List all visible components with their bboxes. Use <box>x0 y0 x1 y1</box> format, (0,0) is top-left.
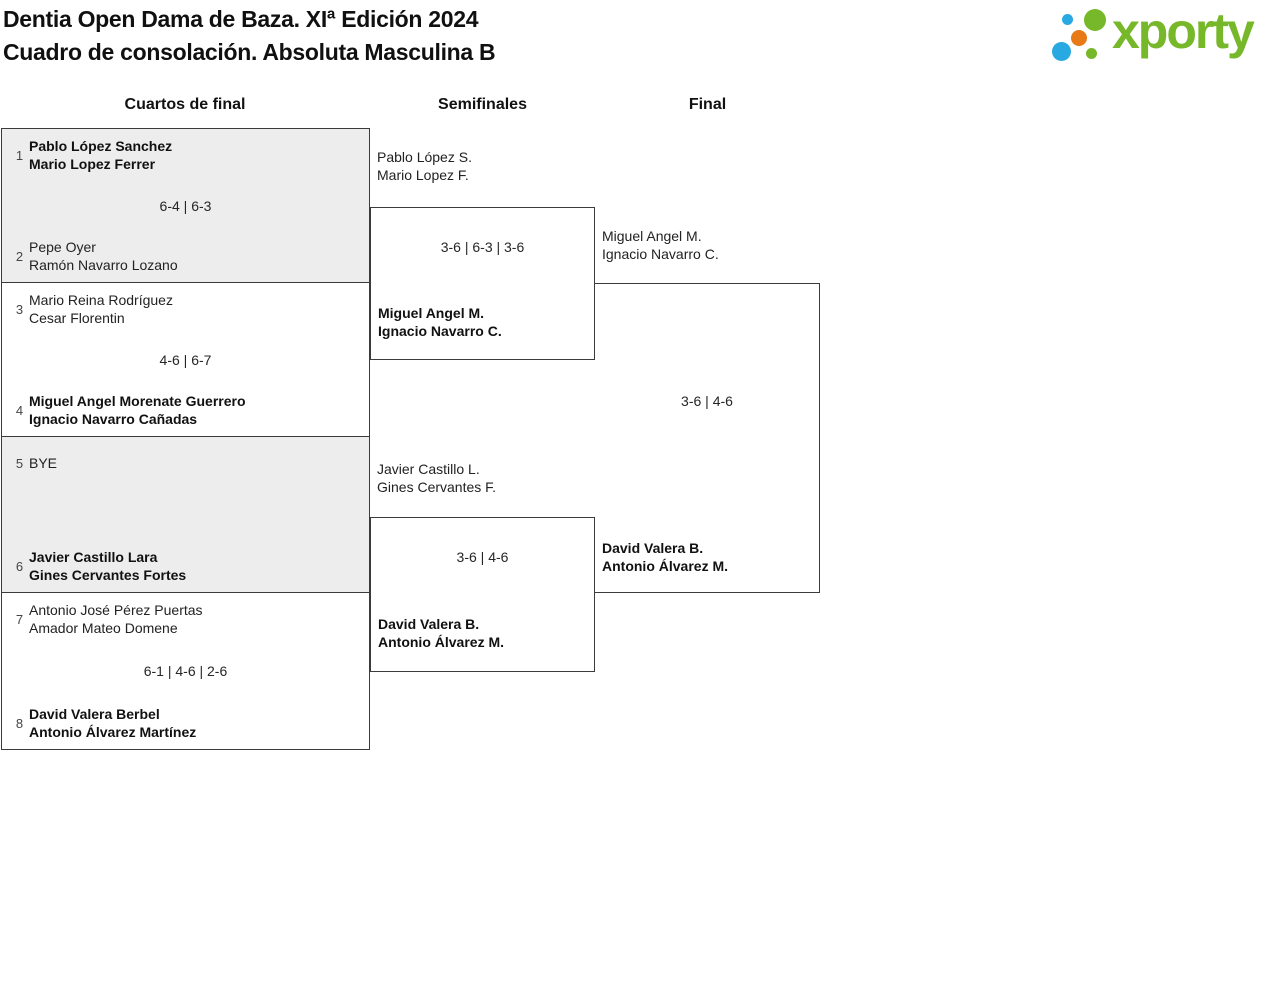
seed-number: 4 <box>15 402 24 418</box>
semifinal-match-2: 3-6 | 4-6 David Valera B. Antonio Álvare… <box>370 517 595 672</box>
match-score: 3-6 | 4-6 <box>456 549 509 565</box>
player-name: David Valera Berbel <box>29 706 160 722</box>
team-names: Pablo López Sanchez Mario Lopez Ferrer <box>29 137 172 173</box>
team-names: Miguel Angel Morenate Guerrero Ignacio N… <box>29 392 246 428</box>
player-name: Antonio Álvarez M. <box>378 634 505 650</box>
team-seed-5: 5 BYE <box>10 445 361 481</box>
page-title: Dentia Open Dama de Baza. XIª Edición 20… <box>3 3 496 69</box>
player-name: Mario Reina Rodríguez <box>29 292 173 308</box>
quarterfinal-match-1: 1 Pablo López Sanchez Mario Lopez Ferrer… <box>1 128 370 283</box>
team-seed-4: 4 Miguel Angel Morenate Guerrero Ignacio… <box>10 392 361 428</box>
player-name: Cesar Florentin <box>29 310 125 326</box>
quarterfinal-match-2: 3 Mario Reina Rodríguez Cesar Florentin … <box>1 282 370 437</box>
team-seed-6: 6 Javier Castillo Lara Gines Cervantes F… <box>10 548 361 584</box>
player-name: Javier Castillo Lara <box>29 549 158 565</box>
match-score: 6-4 | 6-3 <box>159 197 212 214</box>
team-seed-2: 2 Pepe Oyer Ramón Navarro Lozano <box>10 238 361 274</box>
team-names: Javier Castillo Lara Gines Cervantes For… <box>29 548 186 584</box>
player-name: David Valera B. <box>378 616 480 632</box>
final-match: 3-6 | 4-6 David Valera B. Antonio Álvare… <box>595 283 820 593</box>
player-name: Antonio Álvarez M. <box>602 558 729 574</box>
quarterfinal-match-4: 7 Antonio José Pérez Puertas Amador Mate… <box>1 592 370 750</box>
logo-dot-orange-icon <box>1071 30 1087 46</box>
team-names: David Valera Berbel Antonio Álvarez Mart… <box>29 705 196 741</box>
round-header-semifinals: Semifinales <box>438 96 527 113</box>
player-name: Miguel Angel M. <box>602 228 702 244</box>
player-name: Ramón Navarro Lozano <box>29 257 178 273</box>
seed-number: 1 <box>15 147 24 163</box>
player-name: Pepe Oyer <box>29 239 96 255</box>
player-name: Ignacio Navarro Cañadas <box>29 411 198 427</box>
player-name: Pablo López S. <box>377 149 472 165</box>
match-score: 6-1 | 4-6 | 2-6 <box>143 663 228 679</box>
match-score <box>10 506 361 524</box>
seed-number: 7 <box>15 611 24 627</box>
player-name: Antonio José Pérez Puertas <box>29 602 203 618</box>
final-winner-team: David Valera B. Antonio Álvarez M. <box>602 539 728 575</box>
player-name: Mario Lopez F. <box>377 167 469 183</box>
seed-number: 6 <box>15 558 24 574</box>
player-name: Antonio Álvarez Martínez <box>29 724 197 740</box>
tournament-title: Dentia Open Dama de Baza. XIª Edición 20… <box>3 6 479 32</box>
match-score: 3-6 | 4-6 <box>681 393 733 409</box>
team-names: Mario Reina Rodríguez Cesar Florentin <box>29 291 173 327</box>
player-name: Gines Cervantes F. <box>377 479 497 495</box>
logo-dot-green-small-icon <box>1086 48 1097 59</box>
team-seed-1: 1 Pablo López Sanchez Mario Lopez Ferrer <box>10 137 361 173</box>
player-name: Miguel Angel Morenate Guerrero <box>29 393 246 409</box>
round-header-final: Final <box>688 96 727 113</box>
xporty-logo-text: xporty <box>1112 3 1255 59</box>
draw-subtitle: Cuadro de consolación. Absoluta Masculin… <box>3 39 496 65</box>
logo-dot-blue-small-icon <box>1062 14 1073 25</box>
team-names: BYE <box>29 454 57 472</box>
team-names: Pepe Oyer Ramón Navarro Lozano <box>29 238 178 274</box>
player-name: Ignacio Navarro C. <box>602 246 719 262</box>
team-names: Antonio José Pérez Puertas Amador Mateo … <box>29 601 203 637</box>
seed-number: 5 <box>15 455 24 471</box>
match-score: 3-6 | 6-3 | 3-6 <box>440 239 525 255</box>
semifinal-match-1: 3-6 | 6-3 | 3-6 Miguel Angel M. Ignacio … <box>370 207 595 360</box>
seed-number: 3 <box>15 301 24 317</box>
round-header-quarterfinals: Cuartos de final <box>124 96 246 113</box>
player-name: Amador Mateo Domene <box>29 620 178 636</box>
player-name: Ignacio Navarro C. <box>378 323 502 339</box>
semifinal-1-top-team: Pablo López S. Mario Lopez F. <box>377 148 472 184</box>
team-seed-3: 3 Mario Reina Rodríguez Cesar Florentin <box>10 291 361 327</box>
logo-dot-green-large-icon <box>1084 9 1106 31</box>
semifinal-2-winner-team: David Valera B. Antonio Álvarez M. <box>378 615 504 651</box>
player-name: Miguel Angel M. <box>378 305 485 321</box>
player-name: David Valera B. <box>602 540 704 556</box>
quarterfinal-match-3: 5 BYE 6 Javier Castillo Lara Gines Cerva… <box>1 436 370 593</box>
player-name: Javier Castillo L. <box>377 461 480 477</box>
bye-label: BYE <box>29 455 58 471</box>
seed-number: 8 <box>15 715 24 731</box>
semifinal-2-top-team: Javier Castillo L. Gines Cervantes F. <box>377 460 496 496</box>
player-name: Pablo López Sanchez <box>29 138 173 154</box>
logo-dot-blue-large-icon <box>1052 42 1071 61</box>
semifinal-1-winner-team: Miguel Angel M. Ignacio Navarro C. <box>378 304 502 340</box>
final-top-team: Miguel Angel M. Ignacio Navarro C. <box>602 227 719 263</box>
player-name: Mario Lopez Ferrer <box>29 156 156 172</box>
match-score: 4-6 | 6-7 <box>159 351 212 368</box>
seed-number: 2 <box>15 248 24 264</box>
player-name: Gines Cervantes Fortes <box>29 567 187 583</box>
team-seed-7: 7 Antonio José Pérez Puertas Amador Mate… <box>10 601 361 637</box>
xporty-logo[interactable]: xporty <box>1048 0 1278 70</box>
team-seed-8: 8 David Valera Berbel Antonio Álvarez Ma… <box>10 705 361 741</box>
